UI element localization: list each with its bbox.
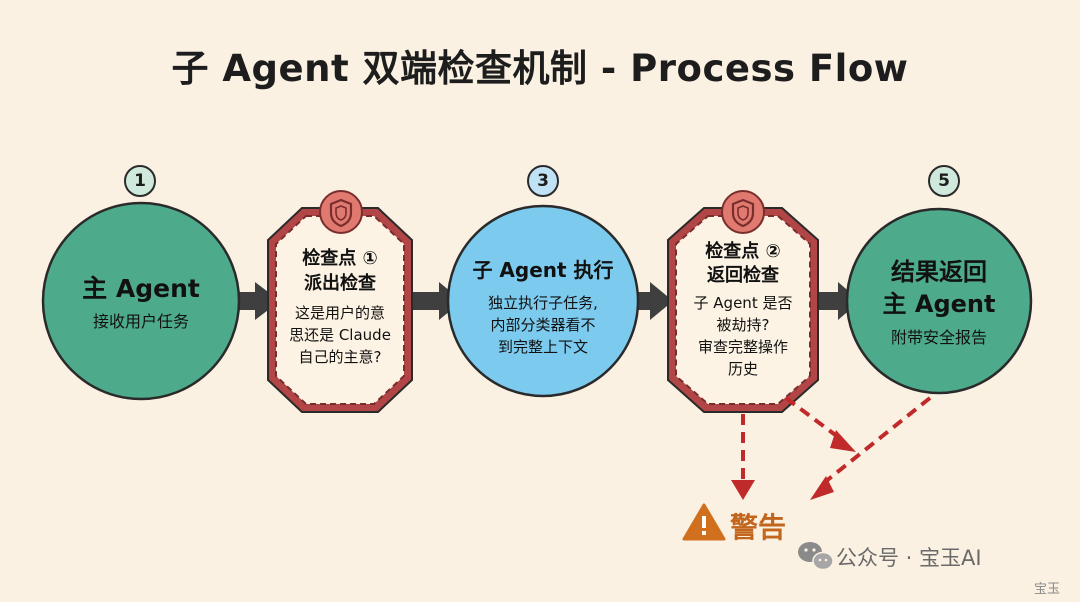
checkpoint-2-node xyxy=(667,207,819,413)
warning-label: 警告 xyxy=(730,511,787,544)
warning-triangle-icon xyxy=(682,503,726,541)
node-description: 思还是 Claude xyxy=(289,326,391,344)
result-return-node xyxy=(845,207,1033,395)
node-heading: 派出检查 xyxy=(304,273,376,294)
footer-account-name: 公众号 · 宝玉AI xyxy=(836,546,982,570)
diagram-title: 子 Agent 双端检查机制 - Process Flow xyxy=(171,47,909,90)
node-description: 内部分类器看不 xyxy=(490,316,596,334)
node-heading: 返回检查 xyxy=(707,265,779,286)
node-description: 这是用户的意 xyxy=(294,304,385,322)
node-heading: 子 Agent 执行 xyxy=(472,258,614,282)
main-agent-text: 主 Agent 接收用户任务 xyxy=(61,272,221,334)
checkpoint-1-node xyxy=(267,207,413,413)
step-number-badge: 5 xyxy=(928,165,960,197)
node-description: 审查完整操作 xyxy=(697,338,788,356)
node-description: 接收用户任务 xyxy=(92,312,189,331)
sub-agent-node xyxy=(446,204,640,398)
node-description: 到完整上下文 xyxy=(497,338,588,356)
node-description: 自己的主意? xyxy=(298,348,382,366)
warning-arrow-head xyxy=(731,480,755,500)
node-description: 附带安全报告 xyxy=(890,328,987,347)
warning-arrow-from-checkpoint-2-right xyxy=(784,396,844,442)
sub-agent-text: 子 Agent 执行 独立执行子任务, 内部分类器看不 到完整上下文 xyxy=(463,256,623,358)
watermark: 宝玉 xyxy=(1034,582,1061,597)
node-description: 子 Agent 是否 xyxy=(693,294,793,312)
node-heading: 主 Agent xyxy=(882,290,996,318)
warning-arrow-from-result xyxy=(818,396,932,488)
node-description: 历史 xyxy=(727,360,758,378)
main-agent-node xyxy=(41,201,241,401)
shield-icon xyxy=(319,190,363,234)
shield-icon xyxy=(721,190,765,234)
checkpoint-2-text: 检查点 ② 返回检查 子 Agent 是否 被劫持? 审查完整操作 历史 xyxy=(678,240,808,380)
checkpoint-1-text: 检查点 ① 派出检查 这是用户的意 思还是 Claude 自己的主意? xyxy=(276,246,404,368)
node-description: 独立执行子任务, xyxy=(488,294,598,312)
step-number-badge: 3 xyxy=(527,165,559,197)
warning-arrow-head xyxy=(830,430,856,452)
node-heading: 检查点 ① xyxy=(302,248,378,269)
node-description: 被劫持? xyxy=(716,316,770,334)
warning-arrow-head xyxy=(810,476,834,500)
step-number-badge: 1 xyxy=(124,165,156,197)
result-return-text: 结果返回 主 Agent 附带安全报告 xyxy=(864,256,1014,350)
node-heading: 结果返回 xyxy=(891,258,987,286)
node-heading: 主 Agent xyxy=(82,274,200,303)
node-heading: 检查点 ② xyxy=(705,241,781,262)
wechat-icon xyxy=(798,542,834,571)
